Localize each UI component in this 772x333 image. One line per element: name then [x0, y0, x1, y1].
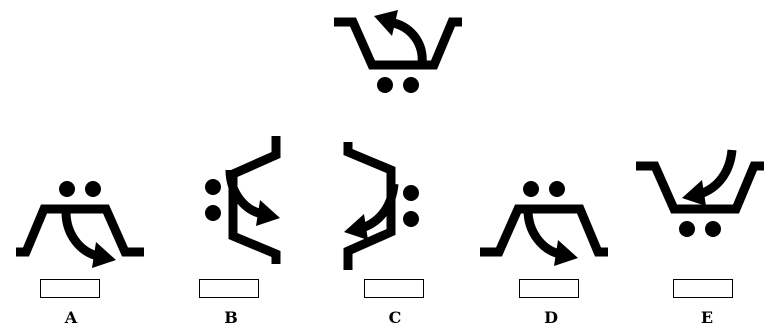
- option-label-e: E: [700, 308, 714, 327]
- curved-arrow-icon: [682, 150, 732, 206]
- answer-box-e[interactable]: [673, 279, 733, 298]
- question-figure: [334, 10, 462, 93]
- shopping-cart-icon: [334, 22, 462, 93]
- option-label-b: B: [224, 308, 238, 327]
- option-label-d: D: [544, 308, 558, 327]
- option-figure-c: [344, 142, 419, 270]
- answer-box-a[interactable]: [40, 279, 100, 298]
- option-label-c: C: [388, 308, 402, 327]
- answer-box-b[interactable]: [199, 279, 259, 298]
- answer-box-c[interactable]: [364, 279, 424, 298]
- option-figure-d: [480, 181, 608, 266]
- option-label-a: A: [64, 308, 78, 327]
- curved-arrow-icon: [528, 210, 578, 266]
- answer-box-d[interactable]: [519, 279, 579, 298]
- option-figure-b: [205, 136, 280, 264]
- option-figure-a: [16, 181, 144, 268]
- option-figure-e: [636, 150, 764, 237]
- curved-arrow-icon: [374, 10, 422, 64]
